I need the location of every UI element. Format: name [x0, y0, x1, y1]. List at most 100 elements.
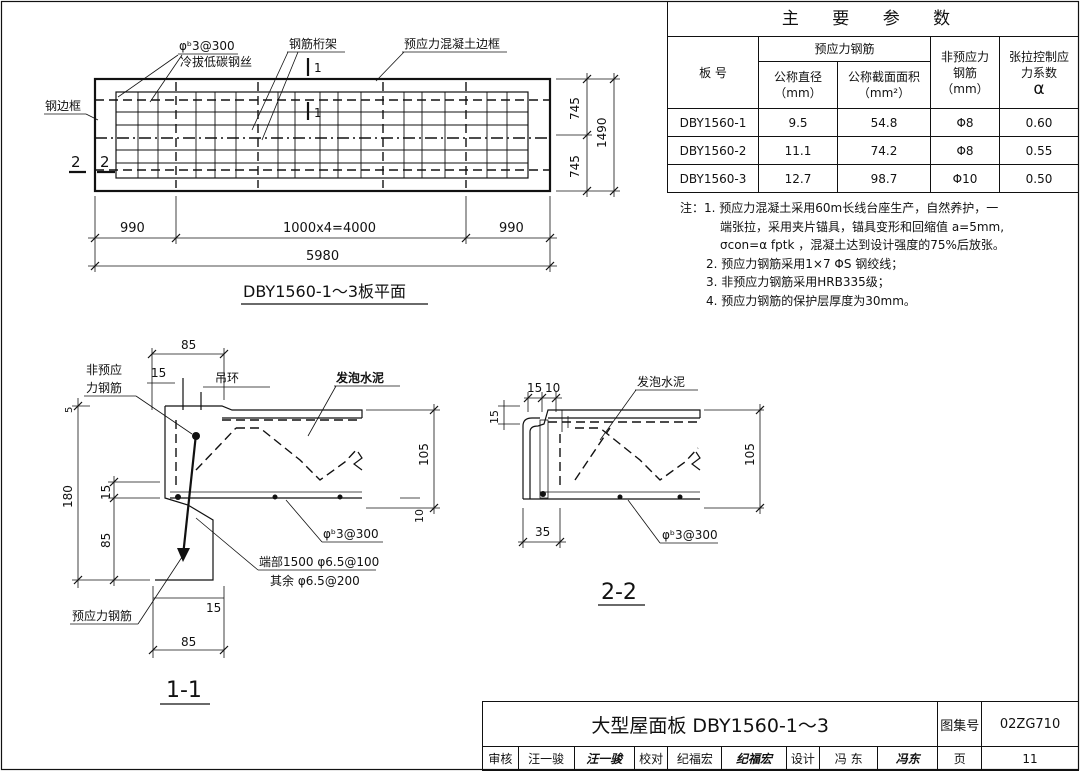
note-1b: 端张拉，采用夹片锚具，锚具变形和回缩值 a=5mm, [720, 219, 1005, 234]
note-1a: 注：1. 预应力混凝土采用60m长线台座生产，自然养护，一 [680, 199, 1076, 218]
table-col-coef-sym: α [1033, 78, 1045, 99]
page-label: 页 [937, 746, 983, 771]
designer-name: 冯 东 [819, 746, 879, 771]
table-col-non-pre: 非预应力钢筋 （mm） [930, 36, 1000, 109]
section1-diagonal-bar [181, 433, 198, 557]
cell-board: DBY1560-3 [667, 164, 759, 193]
s1-non-prestressed-label-2: 力钢筋 [86, 380, 122, 395]
cell-non-pre: Φ8 [930, 136, 1000, 165]
table-col-non-pre-text: 非预应力钢筋 [941, 49, 990, 80]
section1-view: 85 15 180 5 15 85 105 10 15 85 [61, 338, 440, 705]
section1-label-top: 1 [314, 61, 322, 75]
dim-1490: 1490 [595, 117, 609, 148]
cell-board: DBY1560-2 [667, 136, 759, 165]
plan-vertical-dims [556, 73, 620, 197]
section1-label-mid: 1 [314, 106, 322, 120]
s2-wire-spacing-label: φᵇ3@300 [662, 528, 718, 542]
page-number: 11 [981, 746, 1079, 771]
section2-label-left: 2 [71, 153, 81, 171]
cell-alpha: 0.55 [999, 136, 1079, 165]
checker-name: 纪福宏 [667, 746, 723, 771]
note-1c: σcon=α fptk ，混凝土达到设计强度的75%后放张。 [720, 238, 1005, 252]
cell-diameter: 11.1 [758, 136, 838, 165]
cell-alpha: 0.60 [999, 108, 1079, 137]
cell-board: DBY1560-1 [667, 108, 759, 137]
cell-area: 98.7 [837, 164, 931, 193]
table-col-coef: 张拉控制应力系数 α [999, 36, 1079, 109]
s1-hanging-ring-label: 吊环 [215, 371, 239, 385]
section2-outline [522, 417, 540, 499]
design-label: 设计 [785, 746, 821, 771]
plan-horizontal-dims [88, 196, 557, 272]
note-1a-text: 1. 预应力混凝土采用60m长线台座生产，自然养护，一 [704, 201, 999, 215]
table-row: DBY1560-1 9.5 54.8 Φ8 0.60 [667, 108, 1079, 137]
plan-truss-label: 钢筋桁架 [289, 36, 337, 51]
section2-label-right: 2 [100, 153, 110, 171]
notes-block: 注：1. 预应力混凝土采用60m长线台座生产，自然养护，一 端张拉，采用夹片锚具… [680, 199, 1076, 310]
table-col-area-unit: （mm²） [857, 86, 911, 100]
designer-signature: 冯东 [877, 746, 939, 771]
dim-left-990: 990 [120, 221, 145, 236]
section1-outline [155, 406, 214, 581]
note-2: 2. 预应力钢筋采用1×7 ΦS 钢绞线； [706, 256, 904, 271]
s1-dim-15-bottom: 15 [206, 601, 221, 615]
s1-dim-15-top: 15 [151, 366, 166, 380]
s2-foam-cement-label: 发泡水泥 [637, 374, 685, 389]
cell-non-pre: Φ8 [930, 108, 1000, 137]
checker-signature: 纪福宏 [721, 746, 787, 771]
s1-non-prestressed-label-1: 非预应 [86, 362, 122, 377]
cell-non-pre: Φ10 [930, 164, 1000, 193]
dim-total-5980: 5980 [306, 249, 339, 264]
s1-dim-85-bottom: 85 [181, 635, 196, 649]
table-col-non-pre-unit: （mm） [941, 81, 989, 96]
table-row: DBY1560-3 12.7 98.7 Φ10 0.50 [667, 164, 1079, 193]
notes-label: 注： [680, 201, 705, 215]
dim-745-bottom: 745 [568, 155, 582, 178]
dim-745-top: 745 [568, 97, 582, 120]
s1-dim-105: 105 [417, 443, 431, 466]
plan-edge-frame-label: 预应力混凝土边框 [404, 36, 500, 51]
atlas-number: 02ZG710 [981, 701, 1079, 747]
table-col-area-text: 公称截面面积 [847, 70, 920, 84]
s1-dim-5: 5 [64, 407, 75, 413]
s2-dim-15-top: 15 [527, 381, 542, 395]
s2-dim-10-top: 10 [545, 381, 560, 395]
check-label: 校对 [633, 746, 669, 771]
cell-alpha: 0.50 [999, 164, 1079, 193]
s1-dim-85-top: 85 [181, 338, 196, 352]
reviewer-name: 汪一骏 [517, 746, 575, 771]
sheet-title: 大型屋面板 DBY1560-1～3 [481, 701, 939, 747]
parameter-table: 主 要 参 数 板 号 预应力钢筋 非预应力钢筋 （mm） 张拉控制应力系数 α… [667, 1, 1079, 193]
dim-right-990: 990 [499, 221, 524, 236]
title-block: 大型屋面板 DBY1560-1～3 图集号 02ZG710 审核 汪一骏 汪一骏… [481, 701, 1079, 771]
cell-diameter: 9.5 [758, 108, 838, 137]
s1-dim-10: 10 [413, 509, 426, 523]
table-col-area: 公称截面面积 （mm²） [837, 61, 931, 109]
cell-area: 74.2 [837, 136, 931, 165]
plan-wire-grid [116, 92, 528, 178]
s1-wire-spacing-label: φᵇ3@300 [323, 527, 379, 541]
table-col-board: 板 号 [667, 36, 759, 109]
table-col-prestressed: 预应力钢筋 [758, 36, 931, 62]
atlas-label: 图集号 [937, 701, 983, 747]
note-3: 3. 非预应力钢筋采用HRB335级； [706, 275, 890, 289]
table-title: 主 要 参 数 [667, 1, 1079, 37]
table-col-diameter-unit: （mm） [774, 86, 822, 100]
s1-stirrup-rest-label: 其余 φ6.5@200 [270, 573, 360, 588]
s2-dim-105: 105 [743, 443, 757, 466]
s1-stirrup-end-label: 端部1500 φ6.5@100 [259, 554, 379, 569]
note-4: 4. 预应力钢筋的保护层厚度为30mm。 [706, 293, 916, 308]
plan-view: 1 1 2 2 φᵇ3@300 冷拔低碳钢丝 钢筋桁架 预应力混凝土边框 钢边框 [44, 36, 620, 305]
cell-area: 54.8 [837, 108, 931, 137]
plan-wire-spacing-label: φᵇ3@300 [179, 39, 235, 53]
plan-title: DBY1560-1～3板平面 [243, 282, 406, 301]
reviewer-signature: 汪一骏 [573, 746, 635, 771]
section2-view: 15 10 15 105 35 发泡水泥 φᵇ3@300 2-2 [488, 374, 765, 606]
table-row: DBY1560-2 11.1 74.2 Φ8 0.55 [667, 136, 1079, 165]
plan-inner-frame [115, 91, 529, 179]
section2-title: 2-2 [601, 580, 637, 605]
section1-top-bar [192, 432, 200, 440]
s2-dim-35: 35 [535, 525, 550, 539]
s2-dim-15-left: 15 [488, 410, 501, 424]
